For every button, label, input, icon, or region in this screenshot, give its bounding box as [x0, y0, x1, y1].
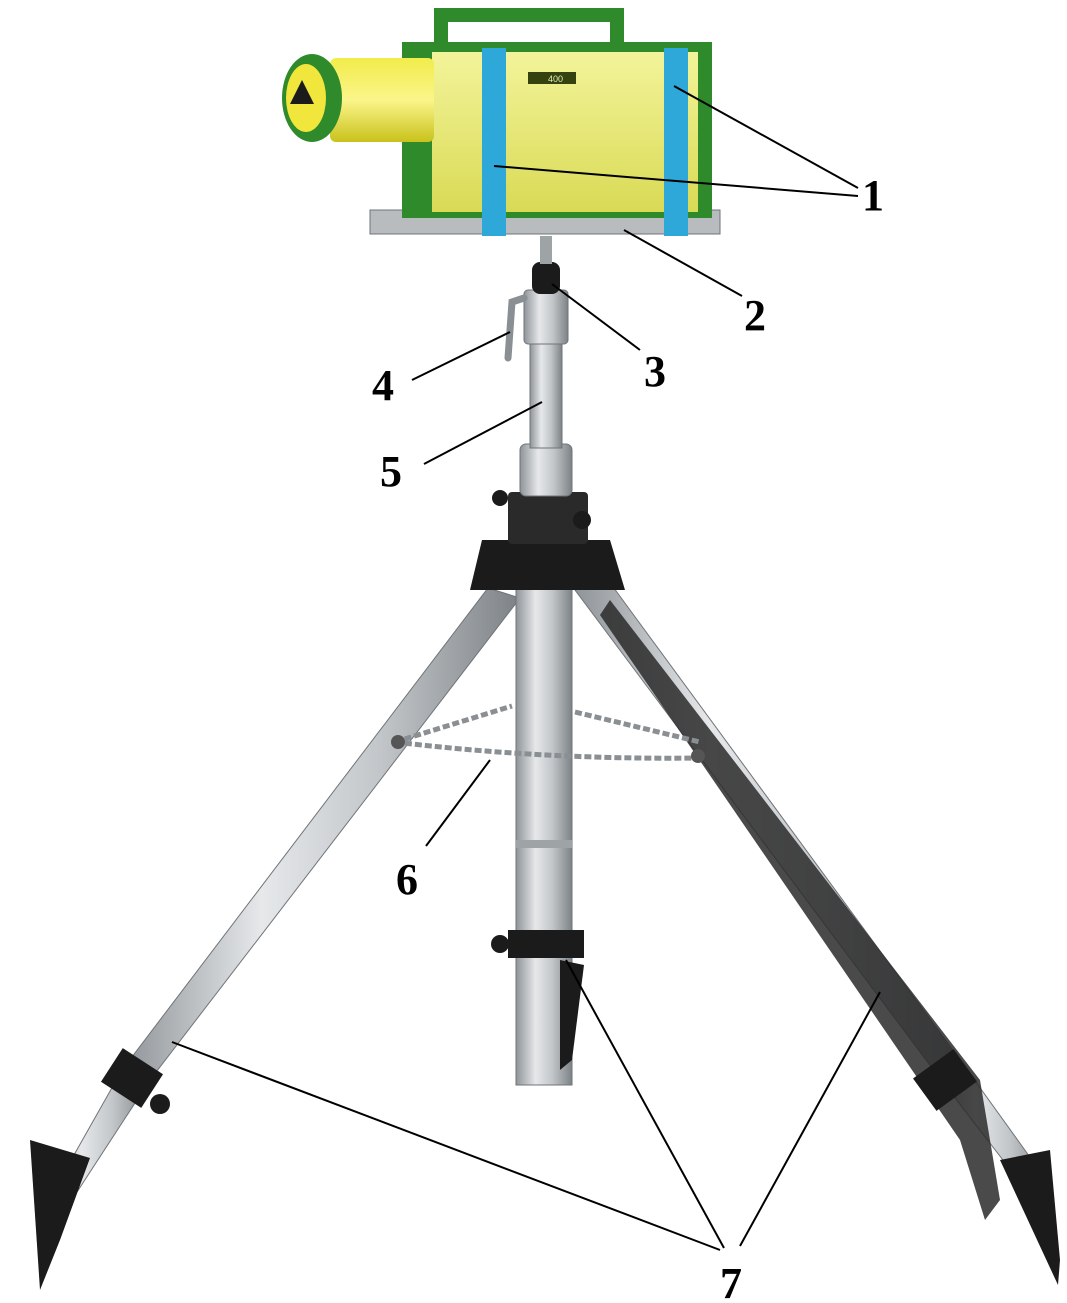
leader-2 — [623, 229, 743, 297]
tripod-leg-left — [121, 587, 521, 1081]
tripod-chain-rear — [394, 703, 701, 745]
strap-left — [482, 48, 506, 236]
radiometer-device: 400 — [282, 8, 721, 236]
callout-1: 1 — [862, 171, 884, 220]
column — [504, 236, 573, 497]
column-tube — [529, 339, 563, 449]
leg-center-clamp — [508, 930, 584, 958]
radiation-warning-icon — [290, 80, 314, 104]
tripod-chain-front — [394, 739, 701, 761]
column-collar — [519, 443, 573, 497]
foot-spike-center — [560, 960, 584, 1070]
foot-spike-left — [30, 1140, 90, 1290]
leader-1b — [493, 165, 859, 197]
leader-7a — [171, 1041, 721, 1251]
leg-center-knob — [491, 935, 509, 953]
callouts: 1 2 3 4 5 6 7 — [372, 171, 884, 1303]
head-knob-left — [492, 490, 508, 506]
leader-lines — [171, 85, 881, 1251]
mount-screw — [540, 236, 552, 264]
lock-lever — [504, 294, 528, 362]
leader-4 — [411, 331, 511, 381]
callout-4: 4 — [372, 361, 394, 410]
device-label: 400 — [548, 74, 563, 84]
tripod-head-collar — [508, 492, 588, 544]
leader-5 — [423, 401, 543, 465]
chain-hook-left — [391, 735, 405, 749]
leg-strap-right — [600, 600, 1000, 1220]
tripod — [30, 490, 1060, 1290]
leg-center-joint — [516, 840, 572, 848]
callout-2: 2 — [744, 291, 766, 340]
leader-7b — [565, 959, 725, 1249]
callout-6: 6 — [396, 855, 418, 904]
detector-cylinder — [330, 58, 434, 142]
callout-5: 5 — [380, 447, 402, 496]
tripod-head — [470, 540, 625, 590]
leader-1a — [673, 85, 859, 189]
callout-7: 7 — [720, 1259, 742, 1303]
leader-7c — [739, 991, 881, 1247]
chain-hook-right — [691, 749, 705, 763]
callout-3: 3 — [644, 347, 666, 396]
carry-handle — [434, 8, 624, 22]
strap-right — [664, 48, 688, 236]
device-label-plate — [528, 72, 576, 84]
leader-6 — [425, 759, 491, 847]
foot-spike-right — [1000, 1150, 1060, 1285]
ball-head — [532, 262, 560, 294]
leader-3 — [551, 283, 641, 351]
leg-knob-left — [150, 1094, 170, 1114]
column-top-sleeve — [523, 289, 569, 345]
leg-clamp-right — [913, 1049, 977, 1111]
head-knob-right — [573, 511, 591, 529]
leg-clamp-left — [100, 1048, 164, 1108]
